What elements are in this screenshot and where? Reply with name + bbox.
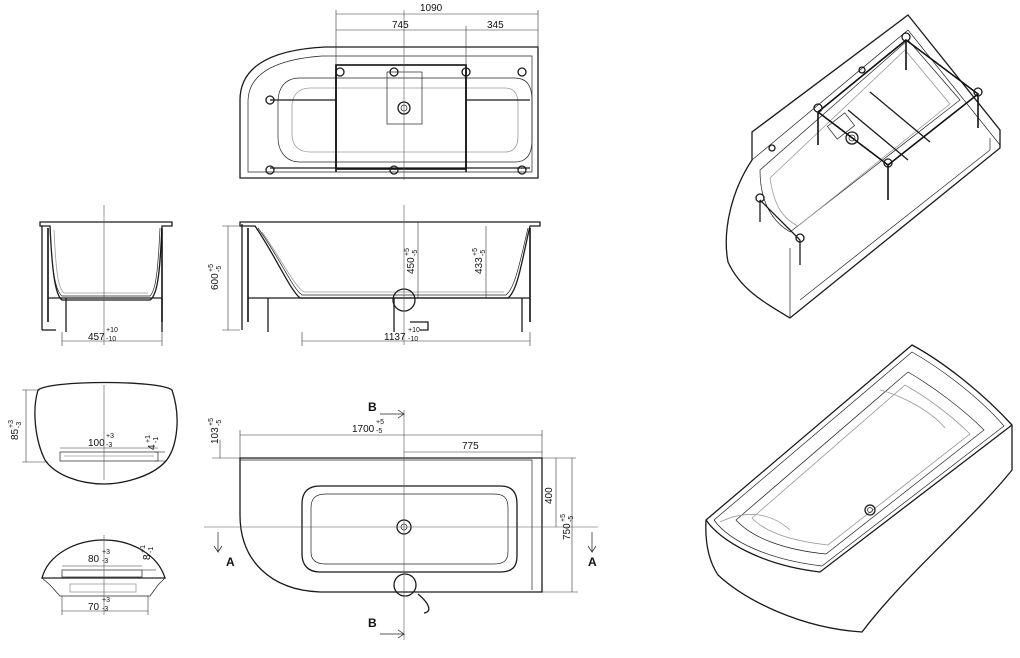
dim-rim-width-up: +3	[106, 433, 114, 440]
dim-top-total: 1090	[420, 3, 443, 14]
dim-short-tol-down: -10	[106, 336, 116, 343]
isometric-underside-view	[725, 14, 1001, 319]
rim-detail-drawing	[34, 381, 178, 485]
svg-text:-1: -1	[148, 547, 155, 553]
dim-short-width: 457	[88, 332, 105, 343]
dim-top-right: 345	[487, 20, 504, 31]
svg-text:600: 600	[210, 273, 221, 290]
dim-rim-width-down: -3	[106, 442, 112, 449]
section-b-top: B	[368, 400, 377, 414]
svg-text:+1: +1	[145, 435, 152, 443]
label-rim-height: 85 +3 -3	[8, 420, 23, 440]
label-depth-1: 450 +5 -5	[404, 248, 419, 274]
dim-top-left: 745	[392, 20, 409, 31]
svg-text:450: 450	[406, 257, 417, 274]
svg-text:+5: +5	[208, 418, 215, 426]
svg-text:+5: +5	[472, 248, 479, 256]
long-side-view-dimensions	[222, 222, 531, 346]
top-view-dimensions	[335, 10, 539, 70]
dim-long-tol-up: +10	[408, 327, 420, 334]
dim-long-tol-down: -10	[408, 336, 418, 343]
foot-detail-drawing	[41, 535, 166, 615]
section-b-bottom: B	[368, 616, 377, 630]
svg-text:+5: +5	[208, 264, 215, 272]
dim-long-width: 1137	[384, 332, 406, 343]
long-side-view-drawing	[239, 205, 541, 345]
plan-view-drawing	[204, 410, 598, 640]
svg-text:+3: +3	[8, 420, 15, 428]
dim-foot-bottom: 70	[88, 602, 100, 613]
section-a-left: A	[226, 555, 235, 569]
dim-plan-offset: 775	[462, 441, 479, 452]
section-a-right: A	[588, 555, 597, 569]
isometric-top-view	[705, 344, 1013, 633]
dim-foot-bottom-up: +3	[102, 597, 110, 604]
short-side-view-dimensions	[61, 332, 163, 346]
svg-text:+5: +5	[404, 248, 411, 256]
svg-text:-5: -5	[568, 516, 575, 522]
dim-plan-length-up: +5	[376, 419, 384, 426]
dim-foot-top-up: +3	[102, 549, 110, 556]
svg-text:4: 4	[147, 444, 158, 450]
dim-short-tol-up: +10	[106, 327, 118, 334]
section-markers	[213, 409, 597, 639]
svg-text:-5: -5	[412, 250, 419, 256]
svg-text:-3: -3	[16, 422, 23, 428]
label-depth-2: 433 +5 -5	[472, 248, 487, 274]
dim-foot-bottom-down: -3	[102, 606, 108, 613]
label-rim-gap: 4 +1 -1	[145, 435, 160, 450]
svg-text:+5: +5	[560, 514, 567, 522]
top-view-drawing	[239, 10, 539, 180]
label-plan-inner-depth: 400	[544, 487, 555, 504]
dim-foot-top-down: -3	[102, 558, 108, 565]
foot-detail-dimensions	[61, 565, 156, 615]
label-height-total: 600 +5 -5	[208, 264, 223, 290]
svg-text:+1: +1	[140, 545, 147, 553]
label-plan-radius-offset: 103 +5 -5	[208, 418, 223, 444]
label-foot-height: 8 +1 -1	[140, 545, 155, 560]
dim-foot-top: 80	[88, 554, 100, 565]
svg-text:85: 85	[10, 428, 21, 440]
svg-text:433: 433	[474, 257, 485, 274]
plan-view-dimensions	[212, 430, 578, 593]
dim-plan-length: 1700	[352, 424, 375, 435]
svg-text:-5: -5	[480, 250, 487, 256]
short-side-view-drawing	[39, 205, 173, 345]
svg-text:-5: -5	[216, 266, 223, 272]
svg-text:-5: -5	[216, 420, 223, 426]
svg-text:750: 750	[562, 523, 573, 540]
svg-text:8: 8	[142, 554, 153, 560]
dim-rim-width: 100	[88, 438, 105, 449]
svg-text:103: 103	[210, 427, 221, 444]
svg-text:-1: -1	[153, 437, 160, 443]
rim-detail-dimensions	[22, 389, 165, 463]
label-plan-width: 750 +5 -5	[560, 514, 575, 540]
svg-text:400: 400	[544, 487, 555, 504]
dim-plan-length-down: -5	[376, 428, 382, 435]
